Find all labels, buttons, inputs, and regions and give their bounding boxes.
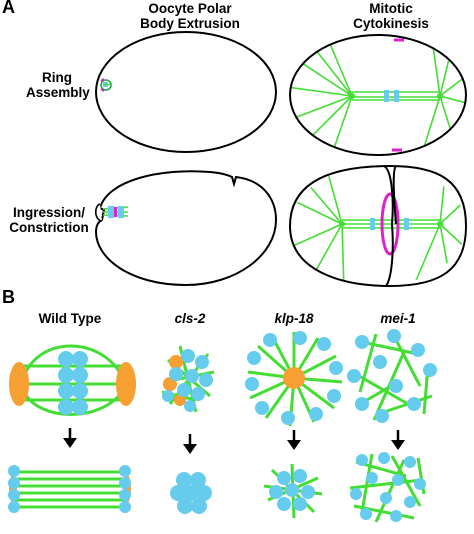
down-arrow-icon [391,430,405,450]
panel-a-label: A [2,0,15,17]
klp-18-anaphase-cluster [263,463,323,519]
row-label-ingression: Ingression/ Constriction [9,205,89,235]
genotype-cls-2: cls-2 [174,311,206,326]
mitotic-ring-assembly-cell [289,34,467,156]
mei-1-disorganized-spindle [347,329,437,423]
oocyte-ring-assembly-cell [95,31,277,153]
down-arrow-icon [287,430,301,450]
col-header-oocyte: Oocyte Polar Body Extrusion [140,1,240,31]
cls-2-anaphase-cluster [170,472,212,514]
klp-18-monopolar-spindle [245,331,343,427]
down-arrow-icon [183,434,197,454]
row-label-ring-assembly: Ring Assembly [26,70,90,100]
mitotic-constriction-cell [288,165,468,288]
genotype-mei-1: mei-1 [380,311,416,326]
assembling-ring [100,78,112,92]
genotype-klp-18: klp-18 [274,311,314,326]
panel-b-label: B [2,287,15,307]
cls-2-meiotic-spindle [161,345,215,413]
col-header-mitotic: Mitotic Cytokinesis [353,1,429,31]
mei-1-anaphase-network [349,452,426,523]
polar-body-spindle [94,203,129,222]
wild-type-meiotic-spindle [9,344,136,416]
oocyte-ingression-cell [94,170,278,287]
down-arrow-icon [63,428,77,448]
wild-type-anaphase-spindle [8,465,131,513]
genotype-wild-type: Wild Type [38,311,102,326]
